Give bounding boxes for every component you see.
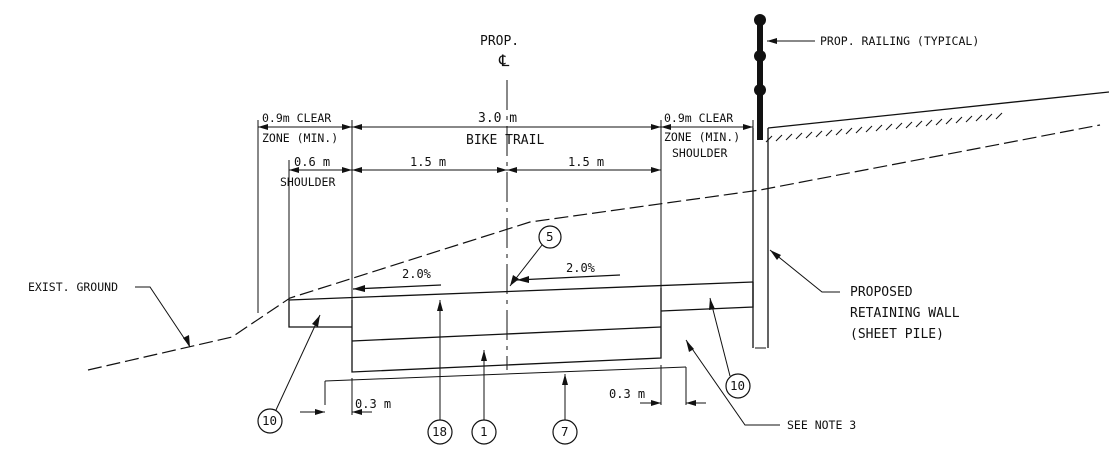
callout-10-right	[725, 373, 751, 399]
wall-label-2: RETAINING WALL	[850, 306, 960, 321]
wall-arrow	[770, 250, 781, 260]
dim-offset-left-arrow-a	[315, 409, 325, 415]
dim-trail-value: 3.0 m	[478, 111, 517, 126]
callout-10-right-arrow	[709, 298, 715, 310]
slope-arrowhead-right	[517, 276, 529, 283]
callout-10-left-leader	[275, 314, 321, 411]
dim-clear-left-arrow-l	[258, 124, 268, 130]
callout-10-left-text: 10	[262, 413, 277, 428]
dim-shoulder-arrow-l	[289, 167, 299, 173]
clear-left-top: 0.9m CLEAR	[262, 111, 331, 125]
callout-10-right-text: 10	[730, 378, 745, 393]
slope-arrow-right	[516, 274, 621, 281]
dim-half-left-arrow-r	[497, 167, 507, 173]
dim-shoulder-label: SHOULDER	[280, 175, 335, 189]
railing-post	[757, 20, 763, 140]
dim-half-right-arrow-l	[507, 167, 517, 173]
slope-arrow-left	[352, 284, 442, 290]
dim-half-left-value: 1.5 m	[410, 155, 446, 169]
dim-shoulder-arrow-r	[342, 167, 352, 173]
callout-7-arrow	[562, 374, 568, 385]
centerline-symbol: ℄	[498, 51, 510, 70]
dim-offset-right-arrow-a	[651, 400, 661, 406]
dim-trail-arrow-right	[651, 124, 661, 130]
dim-offset-right-arrow-b	[686, 400, 696, 406]
retaining-wall	[752, 128, 769, 348]
callout-5-text: 5	[546, 229, 554, 244]
callout-7-text: 7	[561, 424, 569, 439]
dim-offset-left-arrow-b	[352, 409, 362, 415]
slope-arrowhead-left	[353, 285, 365, 292]
callout-1-arrow	[481, 350, 487, 361]
clear-right-top: 0.9m CLEAR	[664, 111, 733, 125]
trail-ext-low	[351, 365, 662, 415]
callout-1-text: 1	[480, 424, 488, 439]
railing	[754, 14, 766, 140]
railing-knob-top	[754, 14, 766, 26]
wall-leader	[769, 249, 840, 293]
dim-half-right-value: 1.5 m	[568, 155, 604, 169]
dim-trail-arrow-left	[352, 124, 362, 130]
dim-clear-right-arrow-l	[661, 124, 671, 130]
pavement-surface	[288, 281, 754, 301]
callout-5	[538, 225, 562, 249]
callout-18-text: 18	[432, 424, 447, 439]
subgrade-line	[324, 366, 687, 382]
dim-clear-right-arrow-r	[743, 124, 753, 130]
dim-half-right-arrow-r	[651, 167, 661, 173]
existing-ground-line	[87, 124, 1101, 371]
shoulder-right	[660, 282, 754, 312]
ground-right	[767, 91, 1109, 129]
dim-offset-left-value: 0.3 m	[355, 397, 391, 411]
slope-left-value: 2.0%	[402, 267, 432, 281]
callout-5-arrow	[510, 275, 519, 286]
see-note-arrow	[686, 340, 694, 352]
base-course-line	[351, 326, 662, 342]
wall-label-1: PROPOSED	[850, 285, 913, 300]
dim-clear-left-arrow-r	[342, 124, 352, 130]
exist-ground-label: EXIST. GROUND	[28, 280, 118, 294]
railing-arrow	[767, 38, 777, 44]
ground-hatch	[765, 112, 1003, 143]
dim-trail-label: BIKE TRAIL	[466, 133, 544, 148]
see-note-leader	[685, 339, 780, 426]
callout-10-right-leader	[709, 297, 731, 377]
dim-half-left-arrow-l	[352, 167, 362, 173]
dim-offset-right-value: 0.3 m	[609, 387, 645, 401]
railing-knob-low	[754, 84, 766, 96]
centerline-prop-label: PROP.	[480, 34, 519, 49]
wall-label-3: (SHEET PILE)	[850, 327, 944, 342]
subgrade-ext	[324, 367, 687, 405]
exist-ground-arrow	[183, 335, 190, 347]
callout-10-left	[257, 408, 283, 434]
slope-right-value: 2.0%	[566, 261, 596, 275]
callout-18-arrow	[437, 300, 443, 311]
clear-right-bottom: SHOULDER	[672, 146, 727, 160]
callout-10-left-arrow	[312, 315, 320, 327]
dim-shoulder-value: 0.6 m	[294, 155, 330, 169]
clear-left-bottom: ZONE (MIN.)	[262, 131, 338, 145]
exist-ground-leader	[135, 286, 191, 348]
railing-knob-mid	[754, 50, 766, 62]
railing-label: PROP. RAILING (TYPICAL)	[820, 34, 979, 48]
trail-box	[351, 288, 662, 373]
clear-right-mid: ZONE (MIN.)	[664, 130, 740, 144]
see-note-label: SEE NOTE 3	[787, 418, 856, 432]
shoulder-left	[288, 300, 352, 328]
